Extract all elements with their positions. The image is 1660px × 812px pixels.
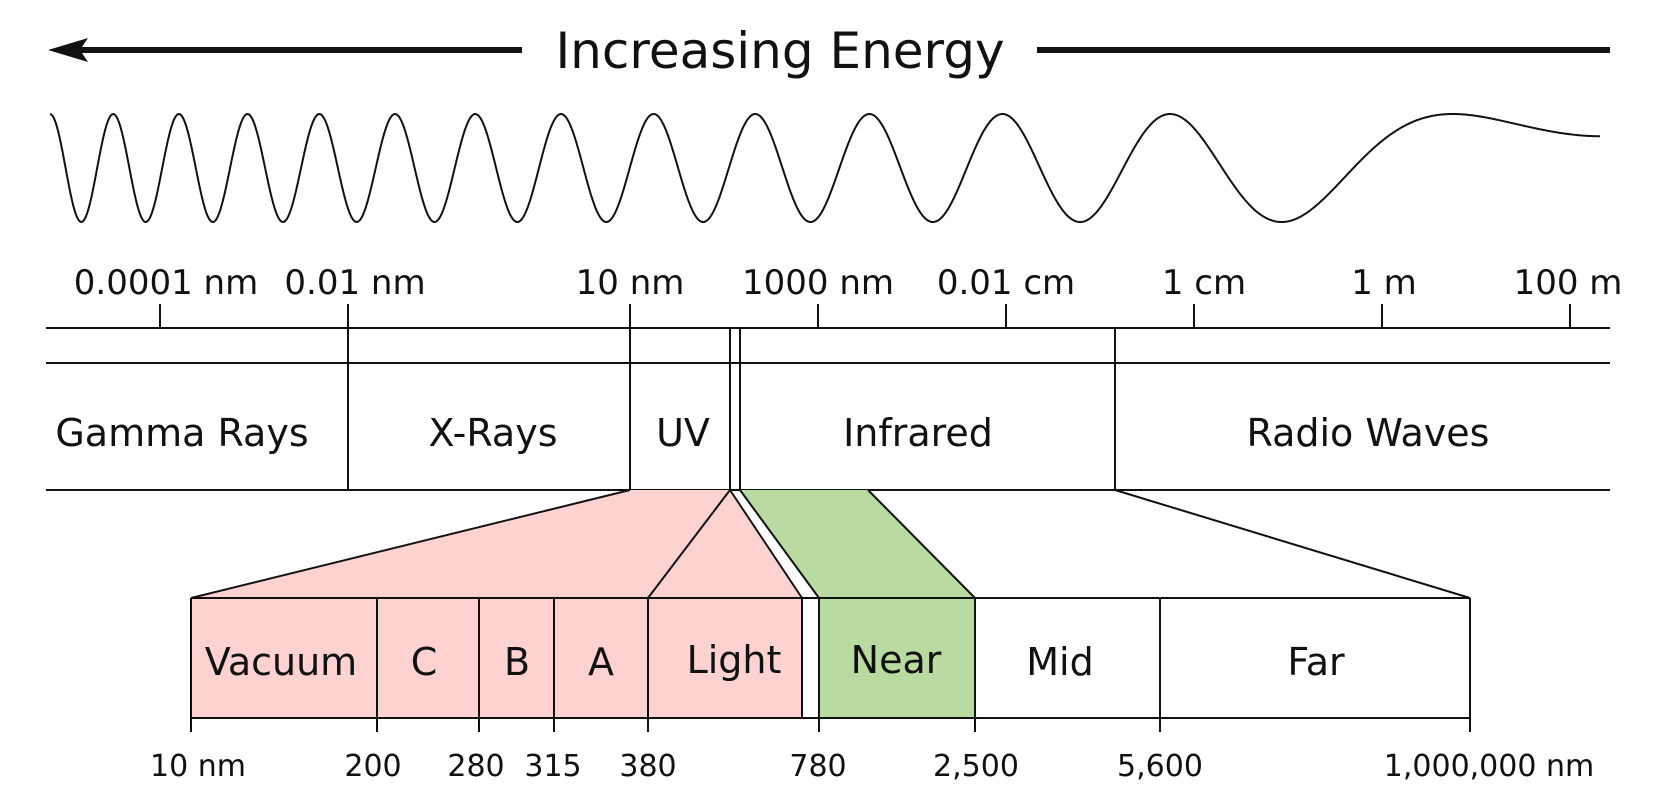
arrow-left-icon — [48, 38, 88, 62]
near-fill — [819, 598, 975, 718]
bottom-scale-label: 10 nm — [150, 749, 246, 784]
bottom-scale-label: 2,500 — [933, 749, 1019, 784]
vacuum-fill — [191, 598, 377, 718]
uv-zoom-region — [191, 490, 730, 598]
band-label: Radio Waves — [1247, 411, 1490, 455]
subband-label: Vacuum — [205, 640, 357, 684]
scale-label: 100 m — [1514, 263, 1623, 303]
subband-label: Mid — [1026, 640, 1093, 684]
bottom-scale-label: 315 — [524, 749, 581, 784]
uv-c-fill — [377, 598, 479, 718]
light-fill — [648, 598, 802, 718]
bottom-scale-label: 280 — [447, 749, 504, 784]
subband-label: Light — [687, 638, 782, 682]
bottom-scale-label: 1,000,000 nm — [1384, 749, 1594, 784]
bottom-scale-label: 380 — [619, 749, 676, 784]
uv-a-fill — [554, 598, 648, 718]
bottom-scale-label: 780 — [789, 749, 846, 784]
scale-label: 1 cm — [1162, 263, 1246, 303]
scale-label: 1 m — [1351, 263, 1417, 303]
wavelength-scale: 0.0001 nm 0.01 nm 10 nm 1000 nm 0.01 cm … — [74, 263, 1623, 328]
visible-zoom-region — [648, 490, 802, 598]
scale-label: 10 nm — [576, 263, 685, 303]
diagram-title: Increasing Energy — [555, 22, 1004, 80]
band-label: X-Rays — [429, 411, 558, 455]
subband-label: B — [504, 640, 530, 684]
detailed-subbands: Vacuum C B A Light Near Mid Far — [190, 597, 1471, 732]
band-label: Gamma Rays — [55, 411, 308, 455]
subband-label: C — [411, 640, 438, 684]
bottom-scale-label: 5,600 — [1117, 749, 1203, 784]
spectrum-bands: Gamma Rays X-Rays UV Infrared Radio Wave… — [46, 327, 1610, 491]
subband-label: Near — [851, 638, 942, 682]
zoom-outlines — [190, 489, 1471, 599]
scale-label: 1000 nm — [742, 263, 894, 303]
wave-graphic — [49, 112, 1600, 224]
zoom-regions — [191, 490, 975, 718]
uv-b-fill — [479, 598, 554, 718]
band-label: UV — [656, 411, 710, 455]
bottom-scale-label: 200 — [344, 749, 401, 784]
near-infrared-zoom-region — [740, 490, 975, 598]
band-label: Infrared — [843, 411, 993, 455]
bottom-wavelength-scale: 10 nm 200 280 315 380 780 2,500 5,600 1,… — [150, 749, 1594, 784]
subband-label: Far — [1287, 640, 1345, 684]
scale-label: 0.01 nm — [284, 263, 425, 303]
energy-arrow — [48, 38, 1610, 62]
scale-label: 0.0001 nm — [74, 263, 258, 303]
subband-label: A — [588, 640, 614, 684]
scale-label: 0.01 cm — [937, 263, 1075, 303]
